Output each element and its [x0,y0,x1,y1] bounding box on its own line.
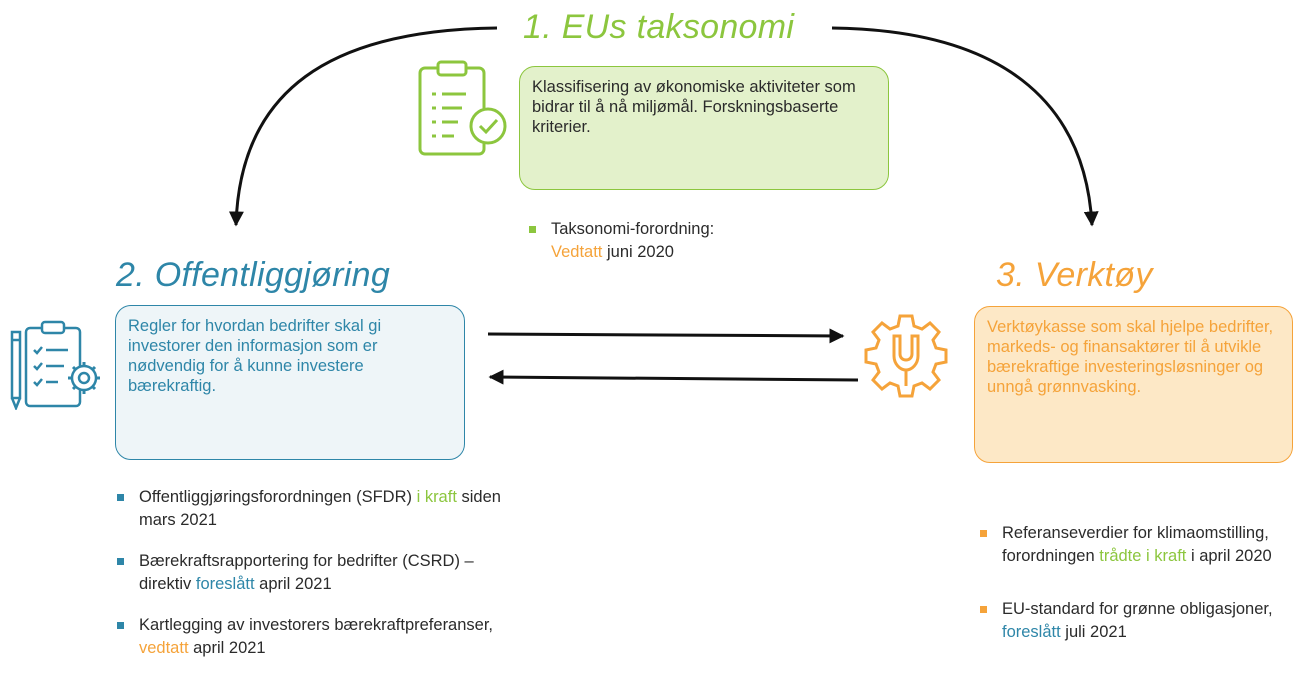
section-3-box: Verktøykasse som skal hjelpe bedrifter, … [974,306,1293,463]
bullet-marker [117,494,124,501]
arrow-taxonomy-to-tools [831,26,1099,227]
section-1-box: Klassifisering av økonomiske aktiviteter… [519,66,889,190]
list-item: EU-standard for grønne obligasjoner, for… [978,598,1278,644]
section-3-title: 3. Verktøy [996,256,1153,294]
bullet-marker [529,226,536,233]
wrench-gear-icon [860,310,952,407]
bullet-marker [117,622,124,629]
bullet-marker [117,558,124,565]
list-item: Taksonomi-forordning: Vedtatt juni 2020 [527,218,787,264]
list-item: Bærekraftsrapportering for bedrifter (CS… [115,550,505,596]
section-2-title: 2. Offentliggjøring [116,256,391,294]
section-3-description: Verktøykasse som skal hjelpe bedrifter, … [987,318,1274,396]
arrow-disclosure-to-tools [487,328,845,344]
section-1-title: 1. EUs taksonomi [523,8,795,46]
clipboard-check-icon [414,60,510,165]
section-2-bullets: Offentliggjøringsforordningen (SFDR) i k… [115,486,505,660]
bullet-marker [980,530,987,537]
arrow-taxonomy-to-disclosure [228,26,498,227]
section-1-bullets: Taksonomi-forordning: Vedtatt juni 2020 [527,218,787,264]
arrow-tools-to-disclosure [488,369,859,385]
section-2-box: Regler for hvordan bedrifter skal gi inv… [115,305,465,460]
list-item: Referanseverdier for klimaomstilling, fo… [978,522,1278,568]
list-item: Offentliggjøringsforordningen (SFDR) i k… [115,486,505,532]
bullet-marker [980,606,987,613]
clipboard-gear-pencil-icon [6,318,106,415]
section-1-description: Klassifisering av økonomiske aktiviteter… [532,78,856,136]
section-2-description: Regler for hvordan bedrifter skal gi inv… [128,317,382,395]
section-3-bullets: Referanseverdier for klimaomstilling, fo… [978,522,1278,644]
list-item: Kartlegging av investorers bærekraftpref… [115,614,505,660]
